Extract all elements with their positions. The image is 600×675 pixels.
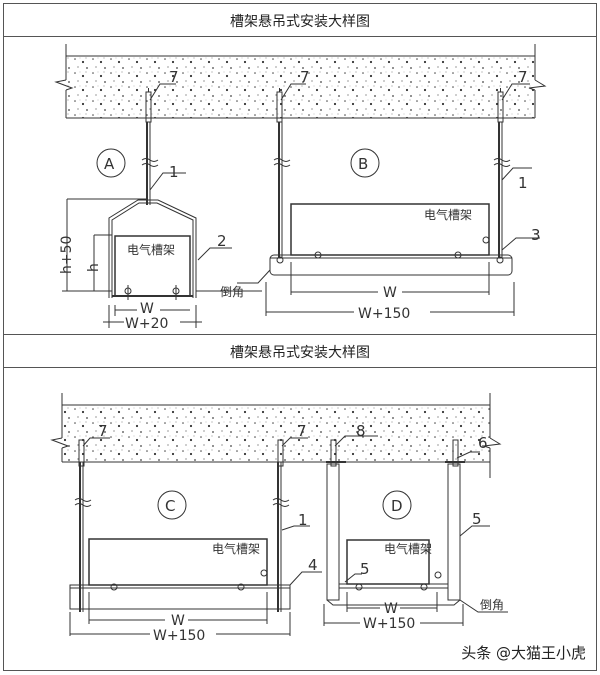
detail-marker-c: [157, 490, 187, 520]
detail-marker-b: [350, 148, 380, 178]
panel-top-title: 槽架悬吊式安装大样图: [230, 14, 370, 30]
dim-w150-d: W+150: [363, 616, 415, 632]
callout-2: 2: [217, 232, 227, 250]
callout-3: 3: [531, 226, 541, 244]
callout-6: 6: [478, 434, 488, 452]
detail-b-drawing: [237, 122, 540, 316]
dim-w-b: W: [383, 285, 397, 301]
dim-w-d: W: [384, 601, 398, 617]
callout-1: 1: [518, 174, 528, 192]
detail-marker-a: [96, 148, 126, 178]
callout-7: 7: [518, 68, 528, 86]
anchors-bottom: [78, 435, 480, 467]
detail-a-letter: A: [104, 155, 115, 173]
chamfer-note-a: 倒角: [220, 285, 244, 299]
callout-7: 7: [169, 68, 179, 86]
dim-w-c: W: [171, 613, 185, 629]
detail-marker-d: [382, 490, 412, 520]
callout-5: 5: [360, 560, 370, 578]
dim-h-a: h: [86, 263, 102, 272]
detail-d-drawing: [323, 463, 508, 626]
callout-4: 4: [308, 556, 318, 574]
tray-label-c: 电气槽架: [212, 541, 260, 556]
callout-7: 7: [297, 422, 307, 440]
callout-1: 1: [169, 163, 179, 181]
callout-7: 7: [98, 422, 108, 440]
watermark: 头条 @大猫王小虎: [461, 644, 586, 662]
callout-8: 8: [356, 422, 366, 440]
dim-w-a: W: [140, 301, 154, 317]
callout-1: 1: [298, 511, 308, 529]
callout-7: 7: [300, 68, 310, 86]
dim-h50-a: h+50: [59, 236, 75, 274]
dim-w20-a: W+20: [125, 316, 168, 332]
detail-c-drawing: [69, 462, 322, 636]
panel-bottom-title: 槽架悬吊式安装大样图: [230, 345, 370, 361]
concrete-slab-bottom: [50, 393, 502, 478]
dim-w150-b: W+150: [358, 306, 410, 322]
tray-label-b: 电气槽架: [424, 207, 472, 222]
panel-bottom-title-row: [3, 334, 597, 368]
detail-d-letter: D: [391, 497, 403, 515]
concrete-slab-top: [54, 44, 547, 119]
tray-label-a: 电气槽架: [127, 242, 175, 257]
tray-label-d: 电气槽架: [384, 541, 432, 556]
panel-top-title-row: [3, 3, 597, 37]
chamfer-note-d: 倒角: [480, 598, 504, 612]
detail-c-letter: C: [165, 497, 175, 515]
detail-a-drawing: [62, 122, 262, 328]
callout-5: 5: [472, 510, 482, 528]
dim-w150-c: W+150: [153, 628, 205, 644]
detail-b-letter: B: [358, 155, 368, 173]
